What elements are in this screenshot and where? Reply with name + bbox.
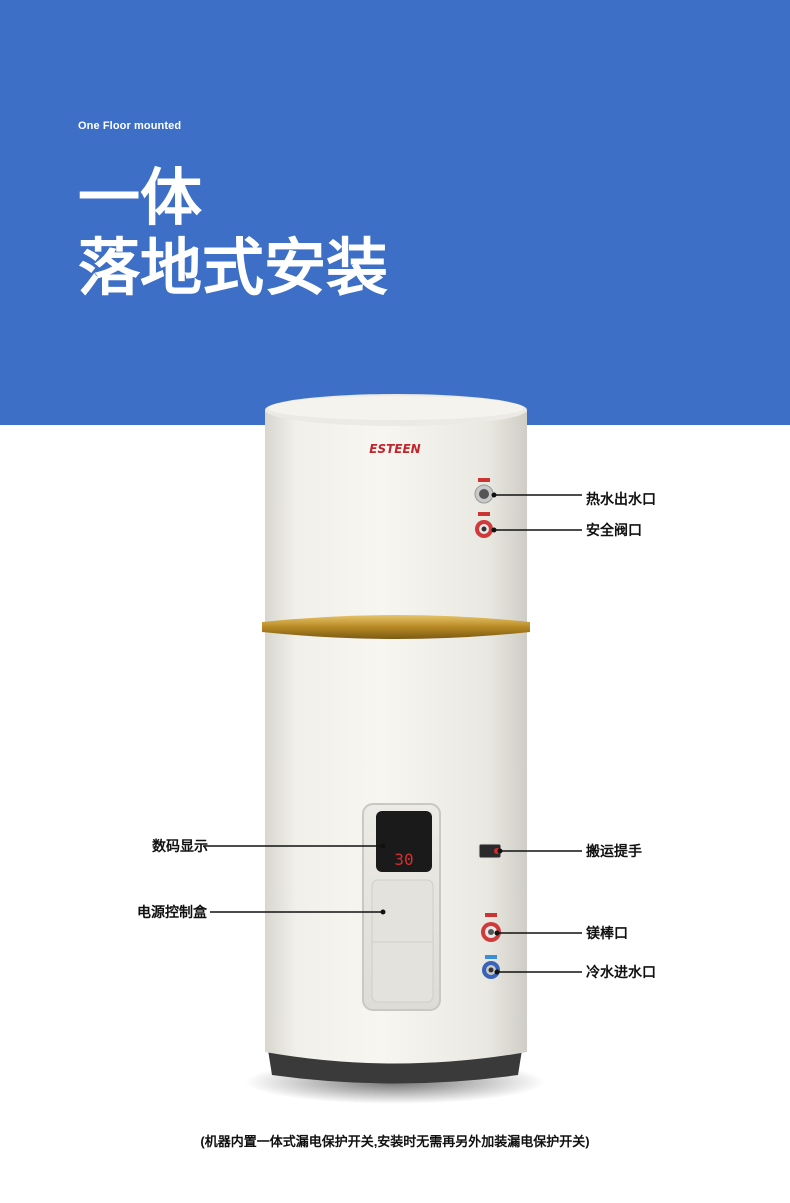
header-subtitle: One Floor mounted [78,120,182,132]
magnesium-rod-fitting [481,913,501,942]
header-banner [0,0,790,425]
control-box-cover [371,879,434,1003]
hot-water-outlet-fitting [474,478,494,504]
safety-valve-fitting [475,512,493,538]
display-reading: 30 [394,850,413,869]
heater-body-upper [265,395,527,628]
label-digital-display: 数码显示 [152,838,208,854]
label-cold-water-inlet: 冷水进水口 [586,964,656,980]
label-safety-valve-port: 安全阀口 [586,522,642,538]
label-power-control-box: 电源控制盒 [137,904,207,920]
gold-ring [262,615,530,639]
cold-water-inlet-fitting [482,955,500,979]
headline-line-2: 落地式安装 [78,231,389,304]
label-carry-handle: 搬运提手 [586,843,642,859]
footer-note: (机器内置一体式漏电保护开关,安装时无需再另外加装漏电保护开关) [200,1134,590,1149]
brand-logo: ESTEEN [369,442,420,456]
display-screen [376,811,432,872]
label-magnesium-rod-port: 镁棒口 [586,925,628,941]
headline-line-1: 一体 [78,161,203,234]
label-hot-water-outlet: 热水出水口 [586,491,656,507]
